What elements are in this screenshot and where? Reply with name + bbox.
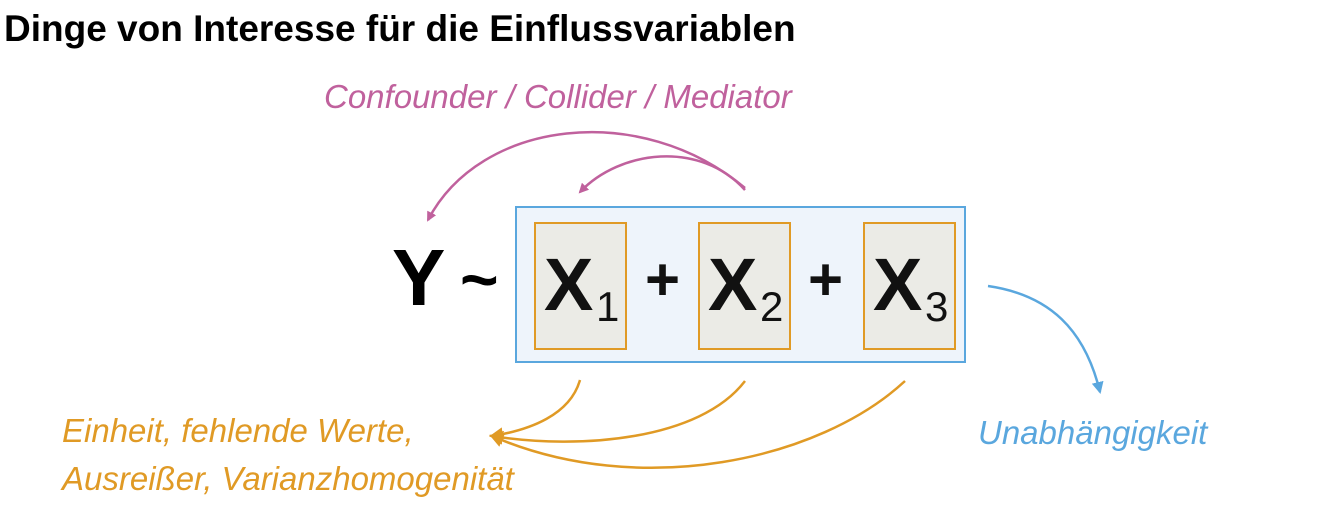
predictor-x2-subscript: 2 (760, 283, 784, 330)
data-quality-label-line2: Ausreißer, Varianzhomogenität (62, 460, 514, 497)
predictor-x3-symbol: X (873, 243, 923, 326)
plus-sign-1: + (645, 246, 681, 313)
tilde-symbol: ~ (460, 242, 499, 316)
predictor-x1-box: X 1 (534, 222, 627, 350)
confounder-label: Confounder / Collider / Mediator (324, 78, 792, 115)
predictor-x1-symbol: X (544, 243, 594, 326)
data-quality-arrow-from-x3 (489, 380, 906, 469)
data-quality-label-line1: Einheit, fehlende Werte, (62, 412, 414, 449)
data-quality-arrow-from-x2 (489, 380, 746, 445)
independence-arrow (987, 284, 1104, 394)
predictor-x2-symbol: X (708, 243, 758, 326)
diagram-title: Dinge von Interesse für die Einflussvari… (4, 8, 796, 49)
data-quality-arrow-from-x1 (489, 379, 582, 442)
independence-label: Unabhängigkeit (978, 414, 1208, 451)
response-variable: Y (392, 233, 446, 322)
confounder-arrow-to-x1 (578, 155, 746, 194)
plus-sign-2: + (808, 246, 844, 313)
confounder-arrow-to-y (426, 130, 746, 222)
predictor-x3-subscript: 3 (925, 283, 949, 330)
predictor-x2-box: X 2 (698, 222, 791, 350)
predictor-x3-box: X 3 (863, 222, 956, 350)
predictor-x1-subscript: 1 (596, 283, 620, 330)
